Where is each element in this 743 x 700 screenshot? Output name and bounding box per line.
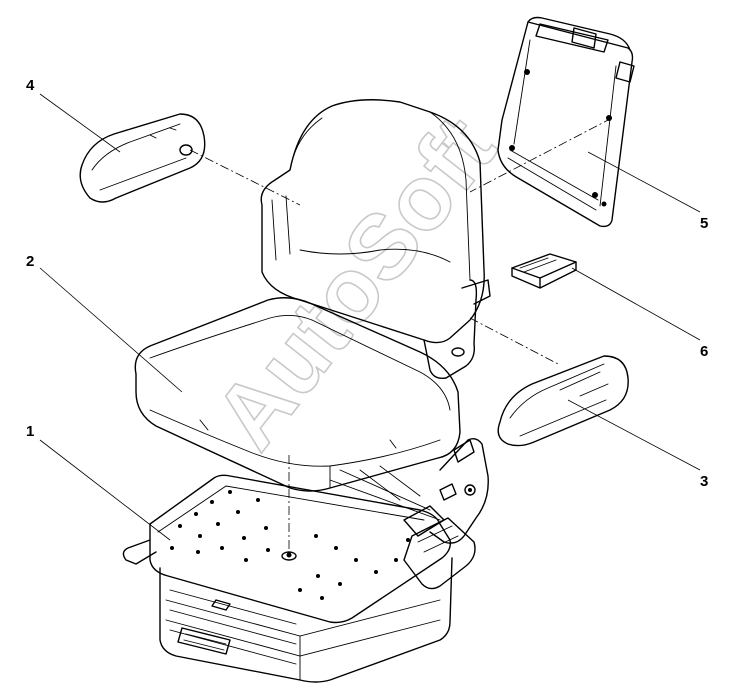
part-label-1: 1: [26, 423, 34, 440]
part-label-4: 4: [26, 77, 35, 94]
leader-lines: [39, 93, 701, 541]
armrest-right: [497, 355, 629, 447]
part-label-6: 6: [700, 343, 708, 360]
watermark: AutoSoft: [195, 98, 516, 468]
seat-belt-buckle: [403, 437, 489, 590]
part-label-5: 5: [700, 215, 708, 232]
armrest-left: [79, 113, 206, 203]
seat-cushion-assembly: [134, 99, 491, 492]
plate-holes: [170, 490, 410, 600]
part-label-2: 2: [26, 253, 34, 270]
part-label-3: 3: [700, 473, 708, 490]
part-labels: 4 2 1 3 5 6: [26, 77, 708, 490]
assembly-centerlines: [189, 117, 613, 555]
seat-base-suspension: [122, 465, 453, 683]
watermark-text: AutoSoft: [195, 99, 514, 468]
foam-pad: [511, 253, 577, 289]
backrest-rear-cover: [497, 16, 635, 228]
